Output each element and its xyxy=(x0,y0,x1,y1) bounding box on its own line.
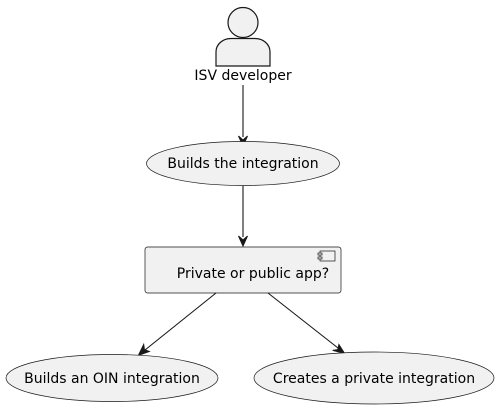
arrowhead xyxy=(238,135,248,148)
usecase-creates-private-integration-label: Creates a private integration xyxy=(273,371,475,387)
usecase-creates-private-integration: Creates a private integration xyxy=(253,351,495,405)
person-icon xyxy=(215,6,271,67)
usecase-builds-integration: Builds the integration xyxy=(146,141,340,186)
usecase-builds-integration-label: Builds the integration xyxy=(167,156,318,172)
component-private-or-public: Private or public app? xyxy=(144,246,342,294)
actor-label: ISV developer xyxy=(194,68,291,84)
edge-decision-to-private xyxy=(267,292,346,355)
usecase-builds-oin-integration-label: Builds an OIN integration xyxy=(24,371,200,387)
arrowhead xyxy=(137,342,151,357)
component-label: Private or public app? xyxy=(177,266,329,282)
arrowhead xyxy=(238,235,248,248)
component-icon xyxy=(317,250,336,262)
actor-isv-developer: ISV developer xyxy=(194,6,292,84)
edge-actor-to-build xyxy=(238,85,248,148)
edge-decision-to-oin xyxy=(137,292,217,357)
usecase-builds-oin-integration: Builds an OIN integration xyxy=(5,354,219,402)
edge-build-to-decision xyxy=(238,186,248,248)
arrowhead xyxy=(332,343,346,355)
